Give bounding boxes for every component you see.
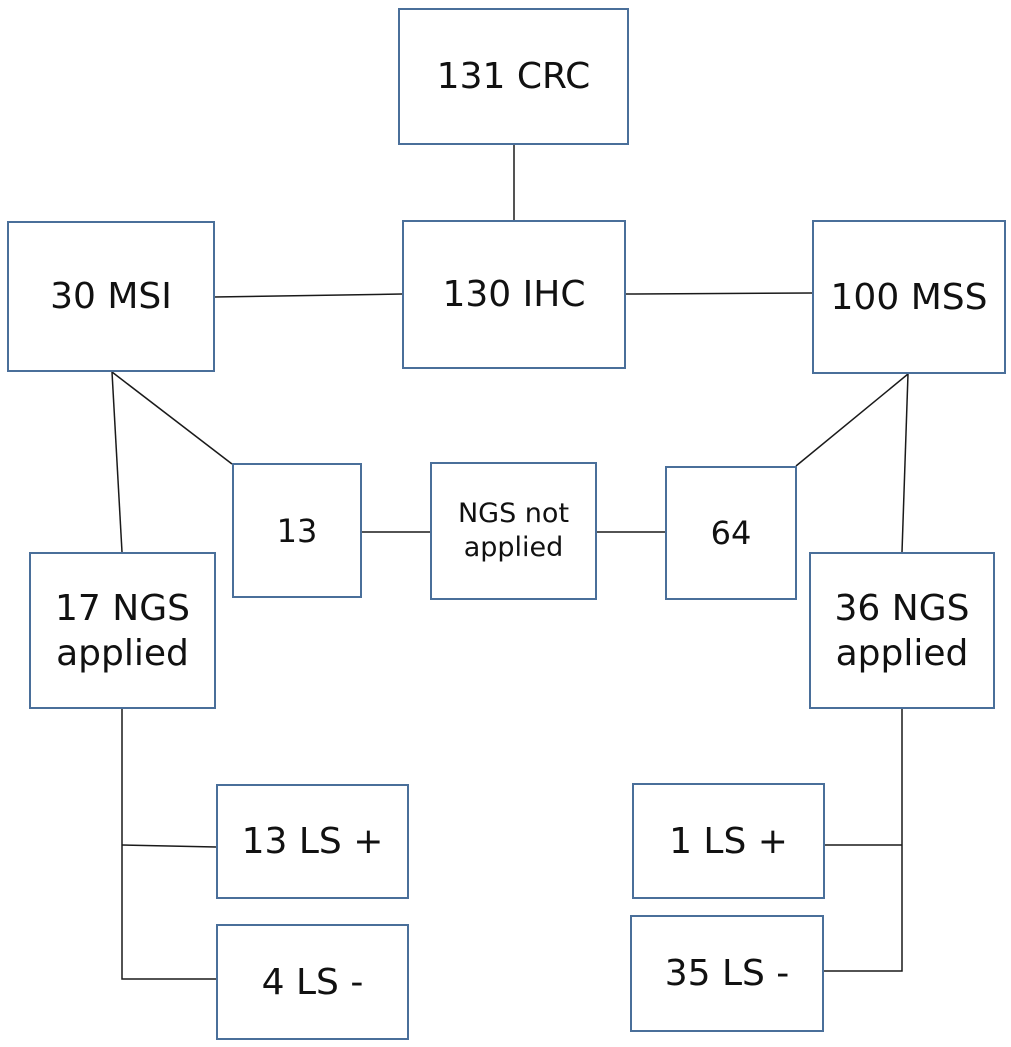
node-mss-ngs-applied: 36 NGS applied xyxy=(809,552,995,709)
node-crc: 131 CRC xyxy=(398,8,629,145)
connector-msi-ngs-applied xyxy=(111,371,123,553)
node-msi-ls-negative: 4 LS - xyxy=(216,924,409,1040)
connector-ihc-mss xyxy=(624,292,813,295)
node-ihc: 130 IHC xyxy=(402,220,626,369)
node-ngs-not-applied: NGS not applied xyxy=(430,462,597,600)
connector-msi-13 xyxy=(111,371,233,465)
node-msi-ngs-applied: 17 NGS applied xyxy=(29,552,216,709)
node-mss-ls-negative: 35 LS - xyxy=(630,915,824,1032)
node-mss-ls-positive: 1 LS + xyxy=(632,783,825,899)
connector-mss-ngs-applied xyxy=(901,373,909,553)
node-mss-ngs-not-applied-count: 64 xyxy=(665,466,797,600)
node-msi-ngs-not-applied-count: 13 xyxy=(232,463,362,598)
connector-msi-ngs-ls xyxy=(121,708,216,980)
node-mss: 100 MSS xyxy=(812,220,1006,374)
connector-msi-ihc xyxy=(213,293,403,298)
node-msi-ls-positive: 13 LS + xyxy=(216,784,409,899)
connector-mss-64 xyxy=(795,373,909,467)
connector-mss-ngs-ls xyxy=(824,708,903,972)
node-msi: 30 MSI xyxy=(7,221,215,372)
connector-msi-ls-pos xyxy=(121,844,217,848)
